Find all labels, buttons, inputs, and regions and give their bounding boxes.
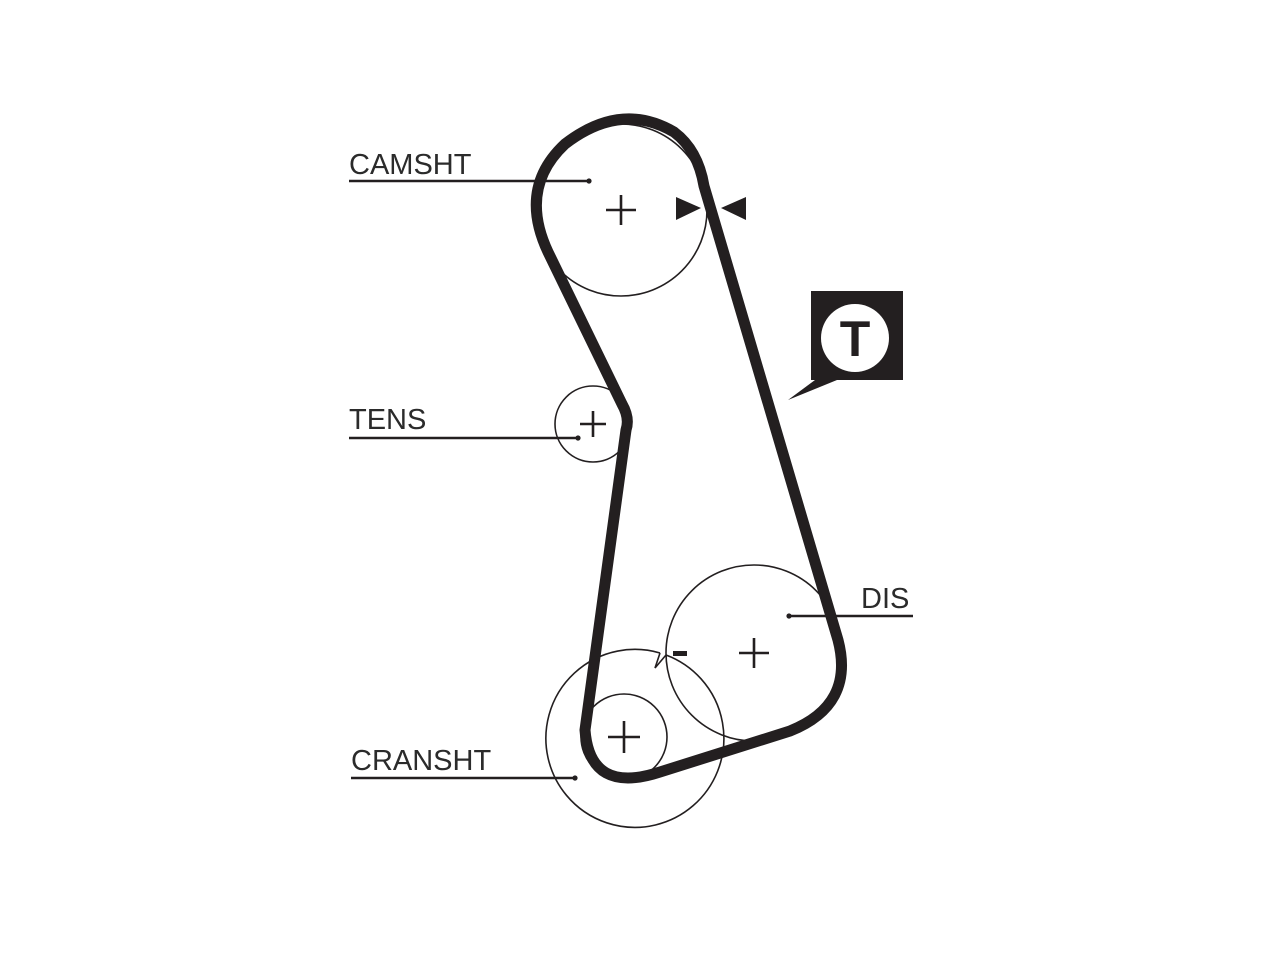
crankshaft-label: CRANSHT	[351, 745, 491, 777]
crankshaft-callout: CRANSHT	[351, 745, 578, 781]
tension-badge: T	[788, 291, 903, 400]
camshaft-timing-arrow-left	[721, 197, 746, 220]
distributor-timing-mark	[673, 651, 687, 656]
tension-badge-letter: T	[840, 311, 871, 367]
distributor-label: DIS	[861, 583, 909, 615]
tension-badge-pointer	[788, 380, 837, 400]
camshaft-label: CAMSHT	[349, 149, 472, 181]
camshaft-callout: CAMSHT	[349, 149, 592, 184]
timing-belt	[530, 113, 847, 784]
tensioner-label: TENS	[349, 404, 426, 436]
crankshaft-pulley	[545, 648, 725, 829]
tensioner-callout: TENS	[349, 404, 581, 441]
tension-badge-circle	[821, 304, 889, 372]
camshaft-timing-arrow-right	[676, 197, 701, 220]
distributor-callout: DIS	[786, 583, 913, 619]
